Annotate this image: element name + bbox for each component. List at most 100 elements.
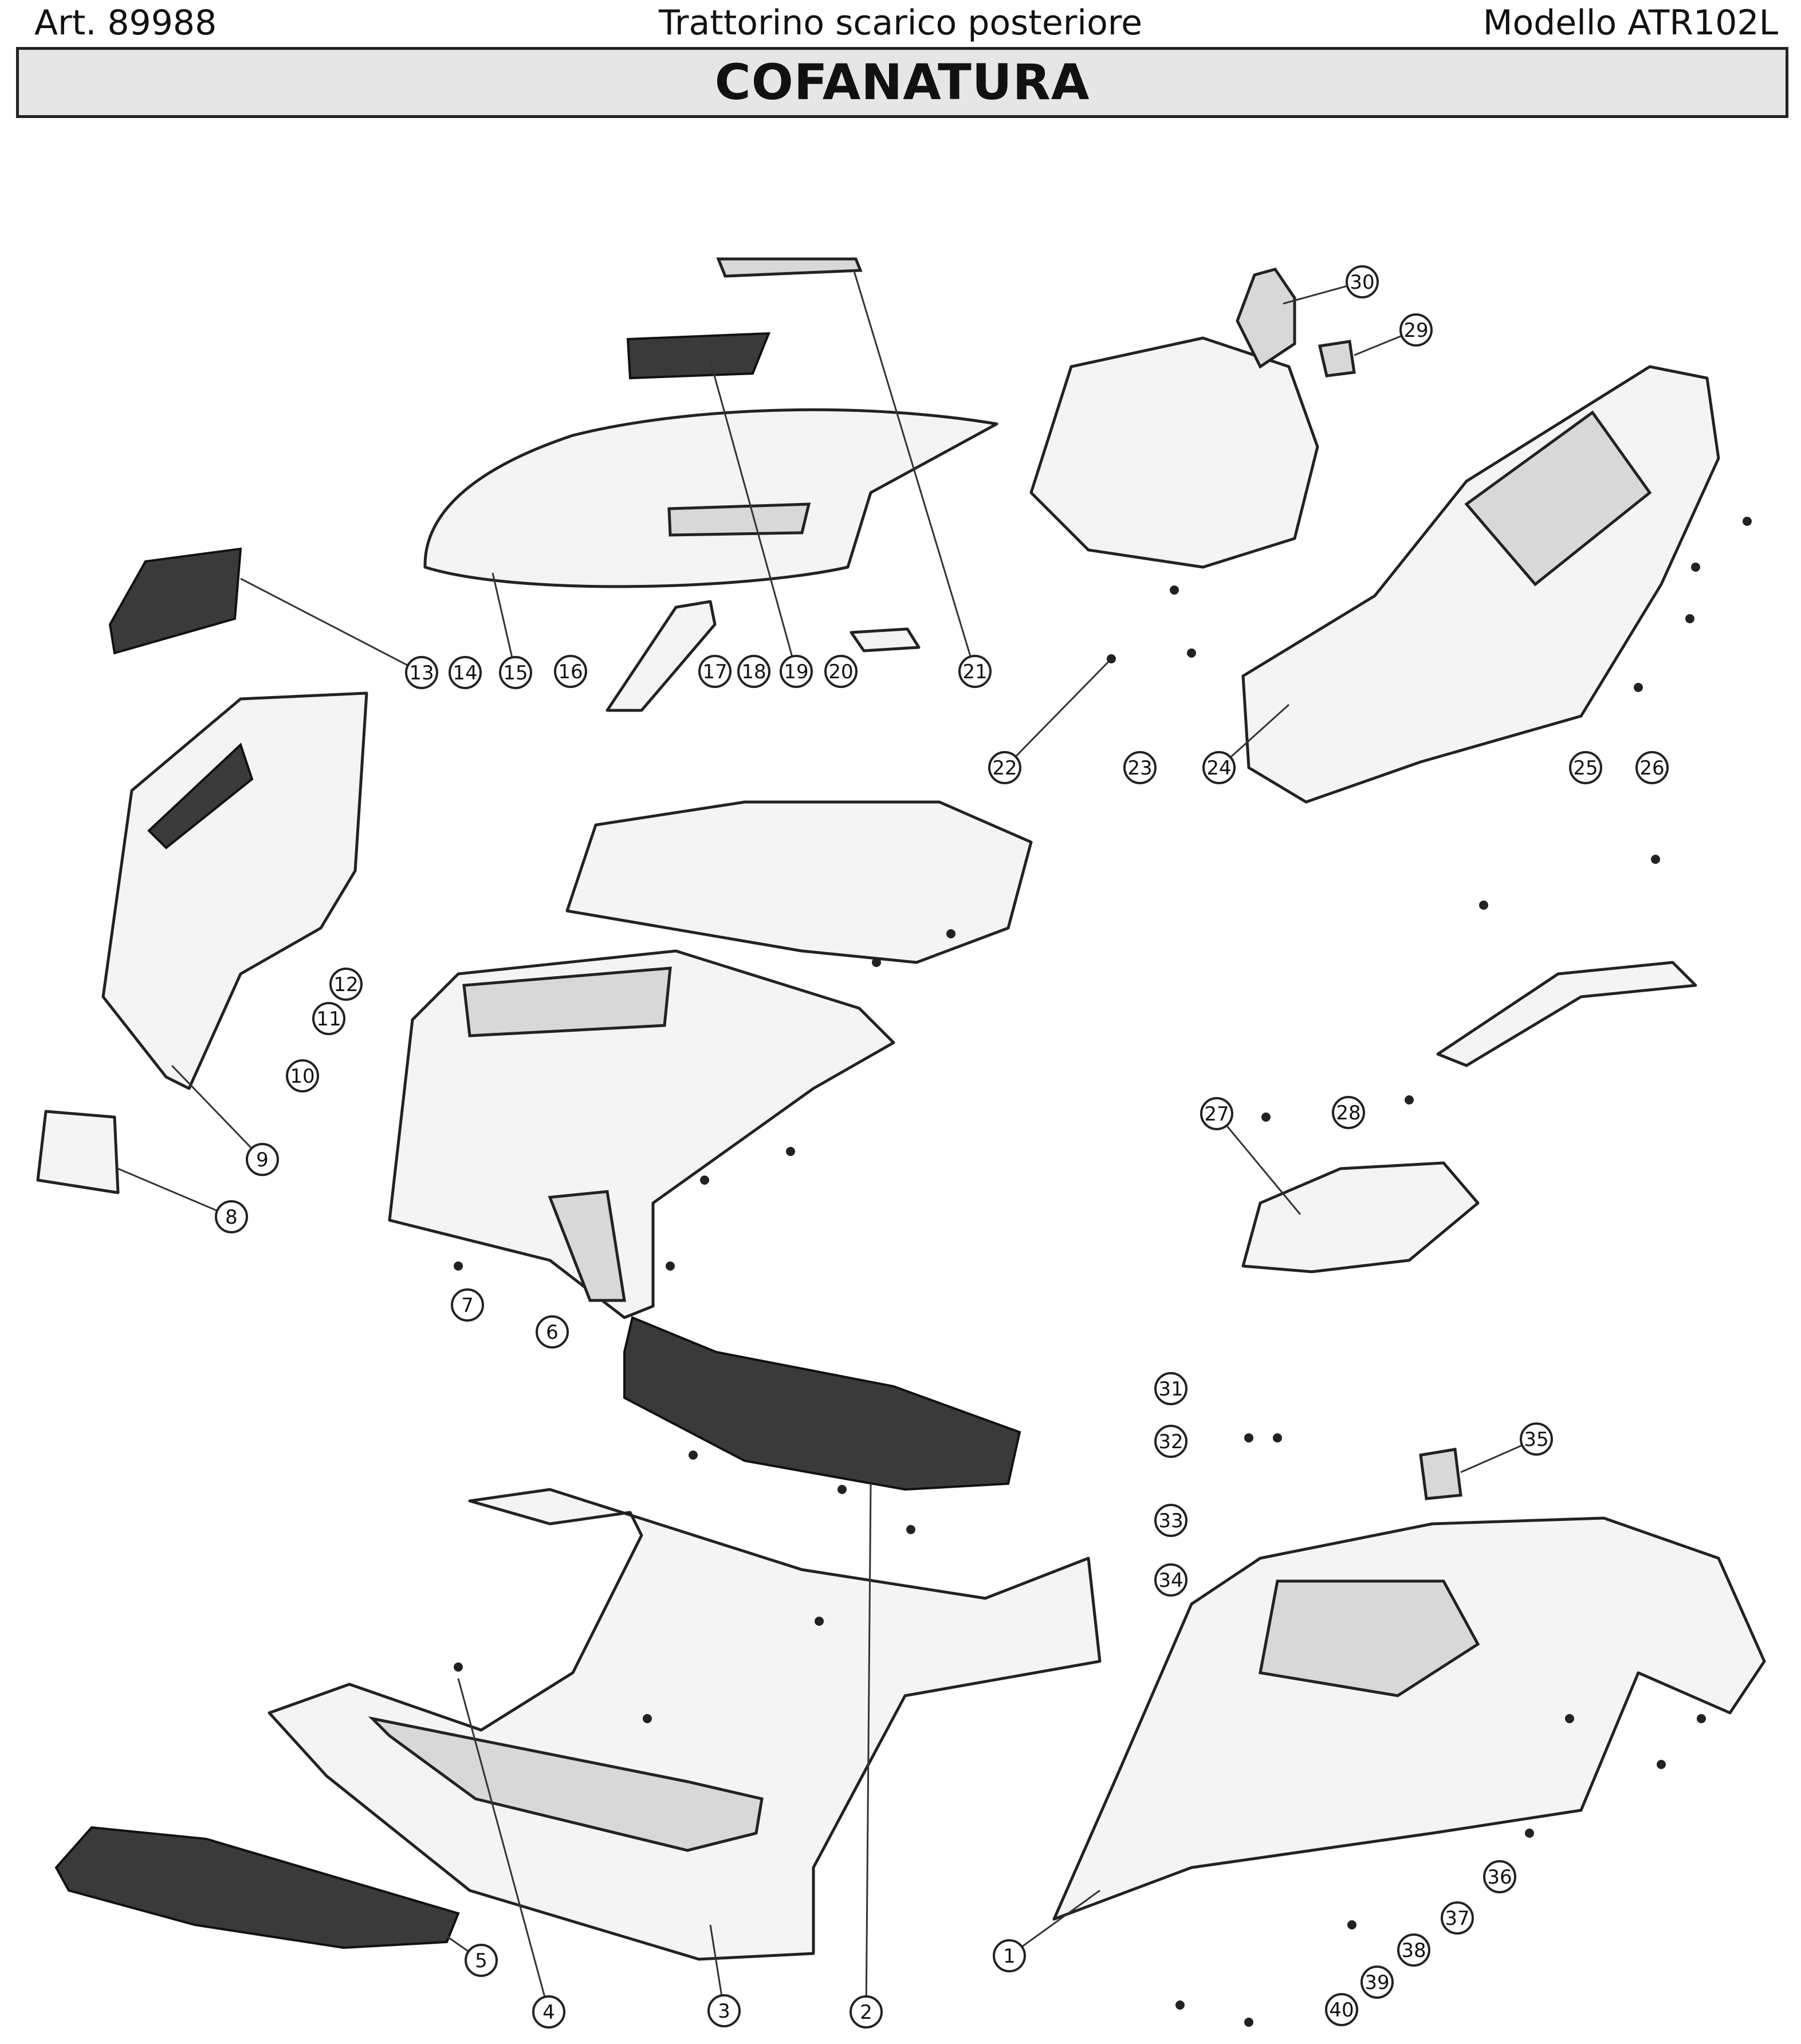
callout-29: 29 (1399, 313, 1433, 347)
callout-circle (1202, 751, 1236, 784)
callout-circle (988, 751, 1021, 784)
callout-10: 10 (286, 1059, 319, 1092)
callout-number: 20 (828, 661, 853, 683)
part-cap-35 (1419, 1448, 1462, 1500)
callout-40: 40 (1325, 1993, 1358, 2026)
callout-number: 15 (503, 662, 528, 685)
callout-number: 23 (1127, 757, 1152, 780)
callout-circle (1154, 1504, 1187, 1537)
callout-number: 17 (702, 661, 727, 683)
callout-36: 36 (1483, 1860, 1516, 1893)
callout-circle (1154, 1372, 1187, 1405)
part-bracket-20 (850, 627, 921, 652)
callout-21: 21 (958, 655, 992, 688)
callout-number: 14 (453, 662, 477, 685)
callout-number: 31 (1158, 1378, 1183, 1401)
callout-number: 18 (741, 661, 766, 683)
callout-circle (737, 655, 770, 688)
side-cover-slot (1464, 410, 1652, 587)
callout-37: 37 (1441, 1901, 1474, 1935)
part-footrest-grille-2 (623, 1316, 1021, 1491)
callout-circle (1483, 1860, 1516, 1893)
front-vents (462, 966, 672, 1037)
document-subtitle: Trattorino scarico posteriore (658, 3, 1143, 43)
callout-number: 22 (992, 757, 1017, 780)
callout-number: 40 (1329, 1999, 1354, 2022)
callout-number: 29 (1403, 319, 1428, 342)
callout-26: 26 (1635, 751, 1669, 784)
callout-33: 33 (1154, 1504, 1187, 1537)
part-front-nose-6 (388, 949, 895, 1319)
callout-11: 11 (312, 1002, 345, 1035)
callout-17: 17 (698, 655, 732, 688)
part-hood-15 (423, 408, 998, 588)
callout-circle (1520, 1422, 1553, 1456)
callout-number: 26 (1639, 757, 1664, 780)
part-rear-body-1 (1052, 1516, 1766, 1921)
page-title: COFANATURA (714, 54, 1090, 111)
callout-18: 18 (737, 655, 770, 688)
front-slot (548, 1190, 626, 1302)
callout-number: 2 (860, 2001, 872, 2024)
callout-number: 28 (1336, 1102, 1360, 1125)
callout-14: 14 (449, 656, 482, 689)
callout-number: 7 (461, 1294, 474, 1317)
callout-number: 8 (225, 1206, 238, 1229)
part-grille-19 (626, 332, 771, 380)
callout-circle (824, 655, 858, 688)
callout-25: 25 (1569, 751, 1602, 784)
part-bracket-17 (605, 600, 717, 712)
headlight-grid (147, 742, 254, 850)
part-vent-top (716, 257, 863, 278)
callout-number: 3 (718, 2000, 730, 2023)
callout-31: 31 (1154, 1372, 1187, 1405)
callout-number: 24 (1206, 757, 1231, 780)
callout-circle (1441, 1901, 1474, 1935)
callout-number: 10 (290, 1065, 314, 1088)
callout-number: 27 (1204, 1103, 1229, 1126)
callout-circle (1325, 1993, 1358, 2026)
rear-body-cavity (1259, 1579, 1480, 1697)
callout-13: 13 (405, 656, 438, 689)
callout-number: 12 (333, 973, 358, 996)
callout-27: 27 (1200, 1097, 1233, 1130)
callout-circle (958, 655, 992, 688)
callout-circle (1332, 1096, 1365, 1129)
callout-circle (993, 1939, 1026, 1972)
floor-inner-rim (368, 1716, 764, 1852)
callout-circle (286, 1059, 319, 1092)
callout-38: 38 (1397, 1933, 1430, 1967)
callout-24: 24 (1202, 751, 1236, 784)
callout-number: 16 (558, 661, 583, 683)
callout-circle (1635, 751, 1669, 784)
callout-circle (707, 1994, 741, 2027)
title-bar: COFANATURA (16, 47, 1788, 118)
callout-number: 6 (546, 1321, 559, 1344)
callout-22: 22 (988, 751, 1021, 784)
callout-circle (1123, 751, 1157, 784)
callout-number: 38 (1401, 1939, 1426, 1962)
callout-number: 32 (1158, 1430, 1183, 1453)
callout-circle (1346, 265, 1379, 298)
part-dashboard-23 (1029, 336, 1319, 569)
callout-19: 19 (780, 655, 813, 688)
callout-3: 3 (707, 1994, 741, 2027)
callout-circle (1399, 313, 1433, 347)
callout-16: 16 (554, 655, 587, 688)
callout-number: 37 (1445, 1907, 1469, 1930)
callout-circle (1154, 1563, 1187, 1597)
callout-number: 25 (1573, 757, 1598, 780)
callout-circle (312, 1002, 345, 1035)
callout-number: 1 (1003, 1945, 1016, 1968)
callout-circle (451, 1288, 484, 1322)
part-ignition-30 (1236, 268, 1296, 369)
callout-number: 5 (475, 1949, 487, 1972)
callout-circle (1360, 1966, 1394, 1999)
callout-15: 15 (499, 656, 532, 689)
part-side-cover-24 (1241, 365, 1720, 804)
callout-number: 13 (409, 662, 434, 685)
callout-circle (449, 656, 482, 689)
part-footrest-grille-5 (54, 1826, 460, 1949)
